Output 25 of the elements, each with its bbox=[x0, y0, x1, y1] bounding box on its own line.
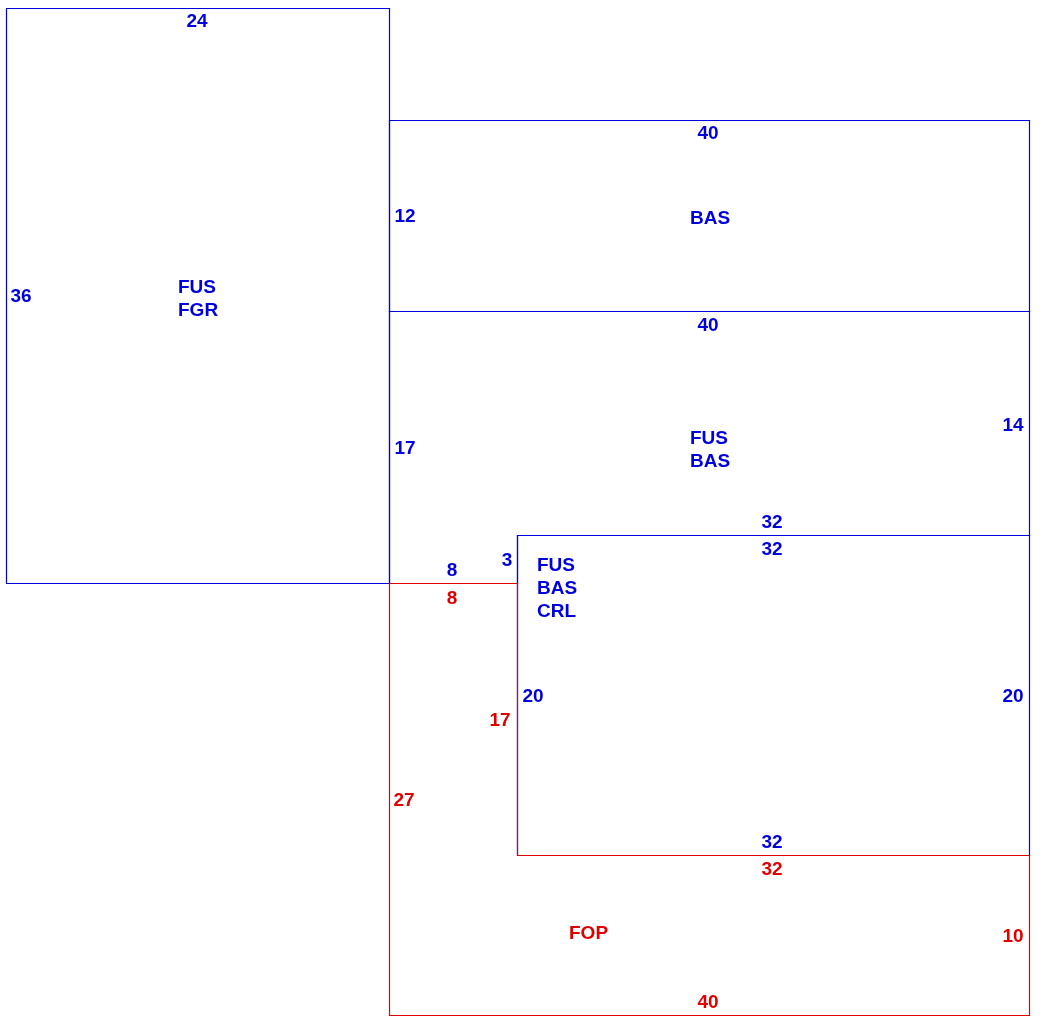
dimension-label: 10 bbox=[1002, 924, 1024, 947]
room-label: FUS BAS CRL bbox=[537, 553, 579, 622]
dimension-label: 3 bbox=[501, 548, 513, 571]
room-label: BAS bbox=[690, 206, 732, 229]
dimension-label: 8 bbox=[446, 558, 458, 581]
dimension-label: 32 bbox=[761, 857, 783, 880]
dimension-label: 32 bbox=[761, 510, 783, 533]
dimension-label: 14 bbox=[1002, 413, 1024, 436]
dimension-label: 36 bbox=[10, 284, 32, 307]
dimension-label: 8 bbox=[446, 586, 458, 609]
dimension-label: 40 bbox=[697, 121, 719, 144]
room-label: FOP bbox=[569, 921, 610, 944]
dimension-label: 20 bbox=[1002, 684, 1024, 707]
dimension-label: 20 bbox=[522, 684, 544, 707]
dimension-label: 12 bbox=[394, 204, 416, 227]
dimension-label: 27 bbox=[393, 788, 415, 811]
dimension-label: 24 bbox=[186, 9, 208, 32]
dimension-label: 32 bbox=[761, 537, 783, 560]
dimension-label: 40 bbox=[697, 990, 719, 1013]
dimension-label: 32 bbox=[761, 830, 783, 853]
dimension-label: 40 bbox=[697, 313, 719, 336]
dimension-label: 17 bbox=[489, 708, 511, 731]
room-label: FUS BAS bbox=[690, 426, 732, 472]
dimension-label: 17 bbox=[394, 436, 416, 459]
room-label: FUS FGR bbox=[178, 275, 220, 321]
